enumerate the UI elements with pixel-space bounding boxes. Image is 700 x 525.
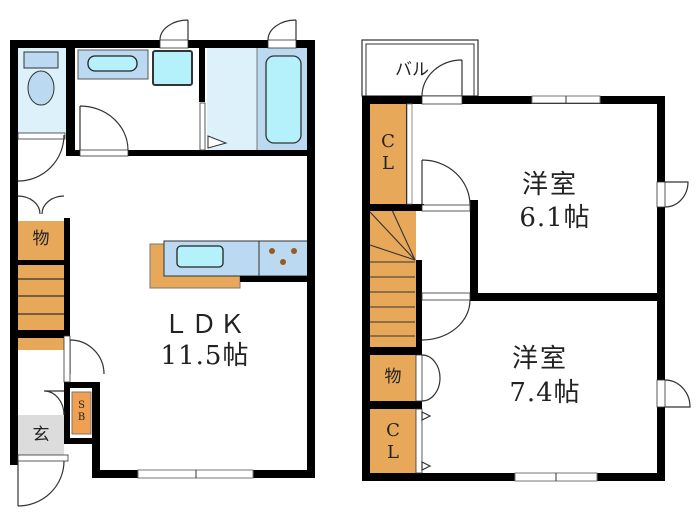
balcony-label: バル	[395, 60, 429, 80]
closet-top-label: C L	[381, 131, 395, 174]
room1-size: 6.1帖	[519, 203, 591, 233]
floor-2	[361, 39, 691, 482]
ldk-room-name: ＬＤＫ	[162, 310, 247, 340]
bathtub-icon	[265, 55, 302, 144]
wash-basin-icon	[87, 55, 138, 72]
closet-top	[370, 104, 406, 204]
floor-1	[10, 19, 315, 507]
stairs-floor2	[370, 210, 416, 347]
room1-name: 洋室	[521, 170, 578, 200]
bath-dressing-area	[207, 47, 257, 150]
storage-floor1	[18, 221, 64, 260]
toilet-bowl-icon	[27, 70, 55, 106]
door-swings-floor2	[421, 59, 691, 471]
folding-door-icon	[207, 135, 228, 149]
toilet-tank	[23, 51, 59, 69]
stove-burner-icon	[291, 248, 297, 254]
storage-floor2	[370, 355, 416, 401]
closet-bottom-label: C L	[386, 420, 400, 463]
entrance-floor	[18, 415, 64, 455]
room2-name: 洋室	[511, 344, 568, 374]
sink-icon	[176, 245, 224, 268]
shoe-box-label: S B	[77, 400, 86, 423]
closet-bottom	[370, 409, 416, 473]
room2-size: 7.4帖	[509, 378, 581, 408]
stove-burner-icon	[269, 248, 275, 254]
balcony	[361, 39, 479, 97]
storage-label-floor2: 物	[384, 367, 402, 387]
stove-burner-icon	[280, 259, 286, 265]
entrance-label: 玄	[32, 425, 50, 445]
storage-label-floor1: 物	[32, 229, 50, 249]
washing-machine-pan-icon	[152, 50, 193, 86]
ldk-room-size: 11.5帖	[160, 341, 250, 371]
shoe-box	[71, 391, 92, 435]
